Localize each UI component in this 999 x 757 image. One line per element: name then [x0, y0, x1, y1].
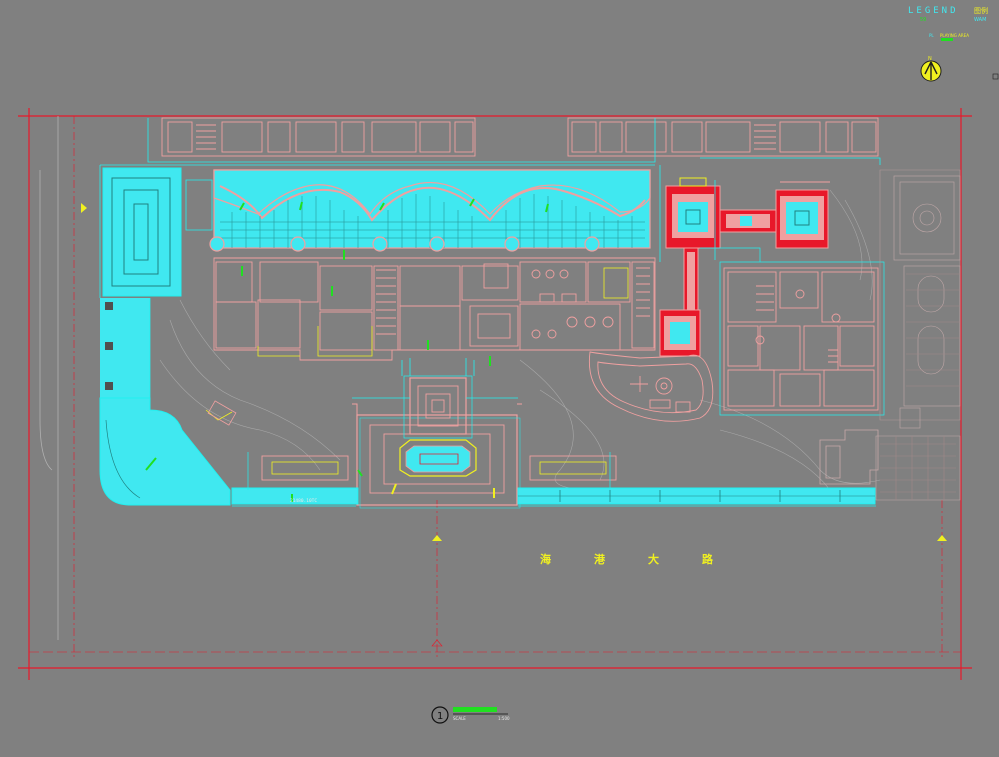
left-water-strip — [99, 298, 231, 506]
residential-row-top — [161, 117, 879, 157]
title-number-circle — [431, 706, 449, 724]
right-lattice-zone — [875, 169, 961, 501]
residential-block-right — [723, 267, 879, 411]
street-name-char-1: 海 — [540, 552, 551, 566]
right-pavilions — [659, 177, 830, 357]
left-pool — [81, 167, 182, 297]
site-dimension-label: 21480.10TC — [290, 498, 317, 504]
playground — [588, 351, 714, 422]
title-scale-left: SCALE — [453, 716, 466, 721]
title-bar — [453, 707, 497, 712]
title-scale-right: 1:500 — [498, 716, 510, 721]
street-name-char-4: 路 — [702, 552, 714, 566]
bottom-water-channels — [205, 400, 876, 505]
legend-row2-text: PLAYING AREA — [940, 33, 969, 38]
residential-block-outline — [719, 261, 885, 416]
legend-row1-left: 59 — [920, 17, 926, 23]
street-name-char-3: 大 — [648, 552, 659, 566]
title-block: 1 SCALE 1:500 — [431, 706, 510, 724]
entry-plaza — [352, 360, 522, 509]
street-markers — [431, 535, 947, 647]
legend-swatch — [941, 38, 953, 41]
street-name: 海 港 大 路 — [540, 552, 714, 566]
clubhouse-green-marks — [241, 250, 491, 366]
landscape-outline — [100, 118, 881, 231]
legend-row1-right: WAM — [974, 17, 986, 23]
site-boundary — [18, 108, 972, 680]
north-arrow-icon: N — [920, 56, 942, 82]
pavilion-path — [700, 247, 761, 262]
street-name-char-2: 港 — [594, 552, 606, 566]
north-arrow-label: N — [928, 56, 932, 62]
legend-row2-code: PL — [929, 33, 934, 38]
landscape-boundary — [99, 165, 876, 507]
right-terrace-outline — [819, 429, 879, 485]
legend-title: LEGEND — [908, 6, 959, 16]
legend-title-cn: 图例 — [974, 6, 988, 15]
title-number: 1 — [437, 711, 443, 722]
pool-edge-columns — [209, 236, 600, 252]
main-pool — [213, 169, 651, 249]
clubhouse-yellow-lines — [257, 267, 629, 357]
clubhouse-building — [213, 257, 656, 361]
legend: LEGEND 图例 59 WAM PL PLAYING AREA — [908, 6, 988, 41]
left-road — [39, 116, 59, 640]
corner-mark — [992, 73, 999, 80]
